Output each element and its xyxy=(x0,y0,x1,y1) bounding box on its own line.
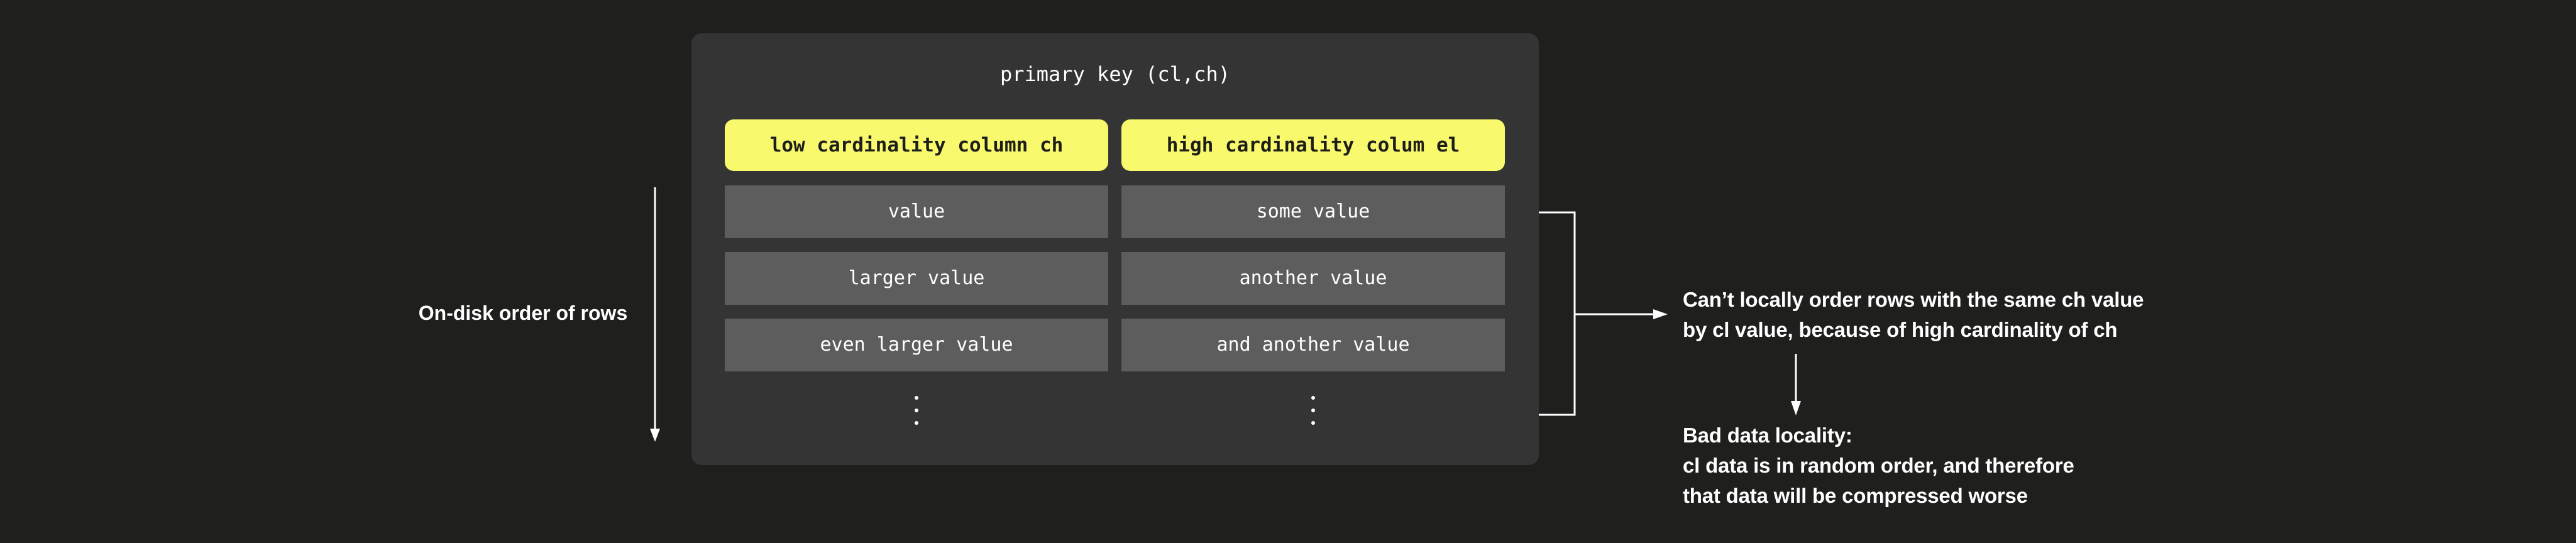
note-line: by cl value, because of high cardinality… xyxy=(1683,318,2118,341)
note-bad-locality: Bad data locality: cl data is in random … xyxy=(1683,420,2074,511)
down-arrow-left-icon xyxy=(650,187,660,442)
panel-title: primary key (cl,ch) xyxy=(999,62,1231,86)
note-cant-order: Can’t locally order rows with the same c… xyxy=(1683,285,2144,345)
vertical-ellipsis-icon xyxy=(1121,396,1505,425)
note-line: Can’t locally order rows with the same c… xyxy=(1683,288,2144,311)
column-low-cardinality: low cardinality column ch value larger v… xyxy=(725,33,1108,465)
on-disk-order-label: On-disk order of rows xyxy=(418,302,628,324)
right-arrow-icon xyxy=(1575,309,1668,319)
table-cell: larger value xyxy=(725,252,1108,305)
column-high-cardinality: high cardinality colum el some value ano… xyxy=(1121,33,1505,465)
column-header-ch: low cardinality column ch xyxy=(725,119,1108,171)
note-line: cl data is in random order, and therefor… xyxy=(1683,454,2074,477)
table-cell: some value xyxy=(1121,185,1505,238)
table-cell: another value xyxy=(1121,252,1505,305)
vertical-ellipsis-icon xyxy=(725,396,1108,425)
note-line: that data will be compressed worse xyxy=(1683,484,2028,507)
table-cell: value xyxy=(725,185,1108,238)
table-cell: and another value xyxy=(1121,319,1505,371)
table-cell: even larger value xyxy=(725,319,1108,371)
primary-key-panel: primary key (cl,ch) low cardinality colu… xyxy=(691,33,1539,465)
column-header-el: high cardinality colum el xyxy=(1121,119,1505,171)
down-arrow-right-icon xyxy=(1791,354,1801,415)
note-line: Bad data locality: xyxy=(1683,424,1852,447)
